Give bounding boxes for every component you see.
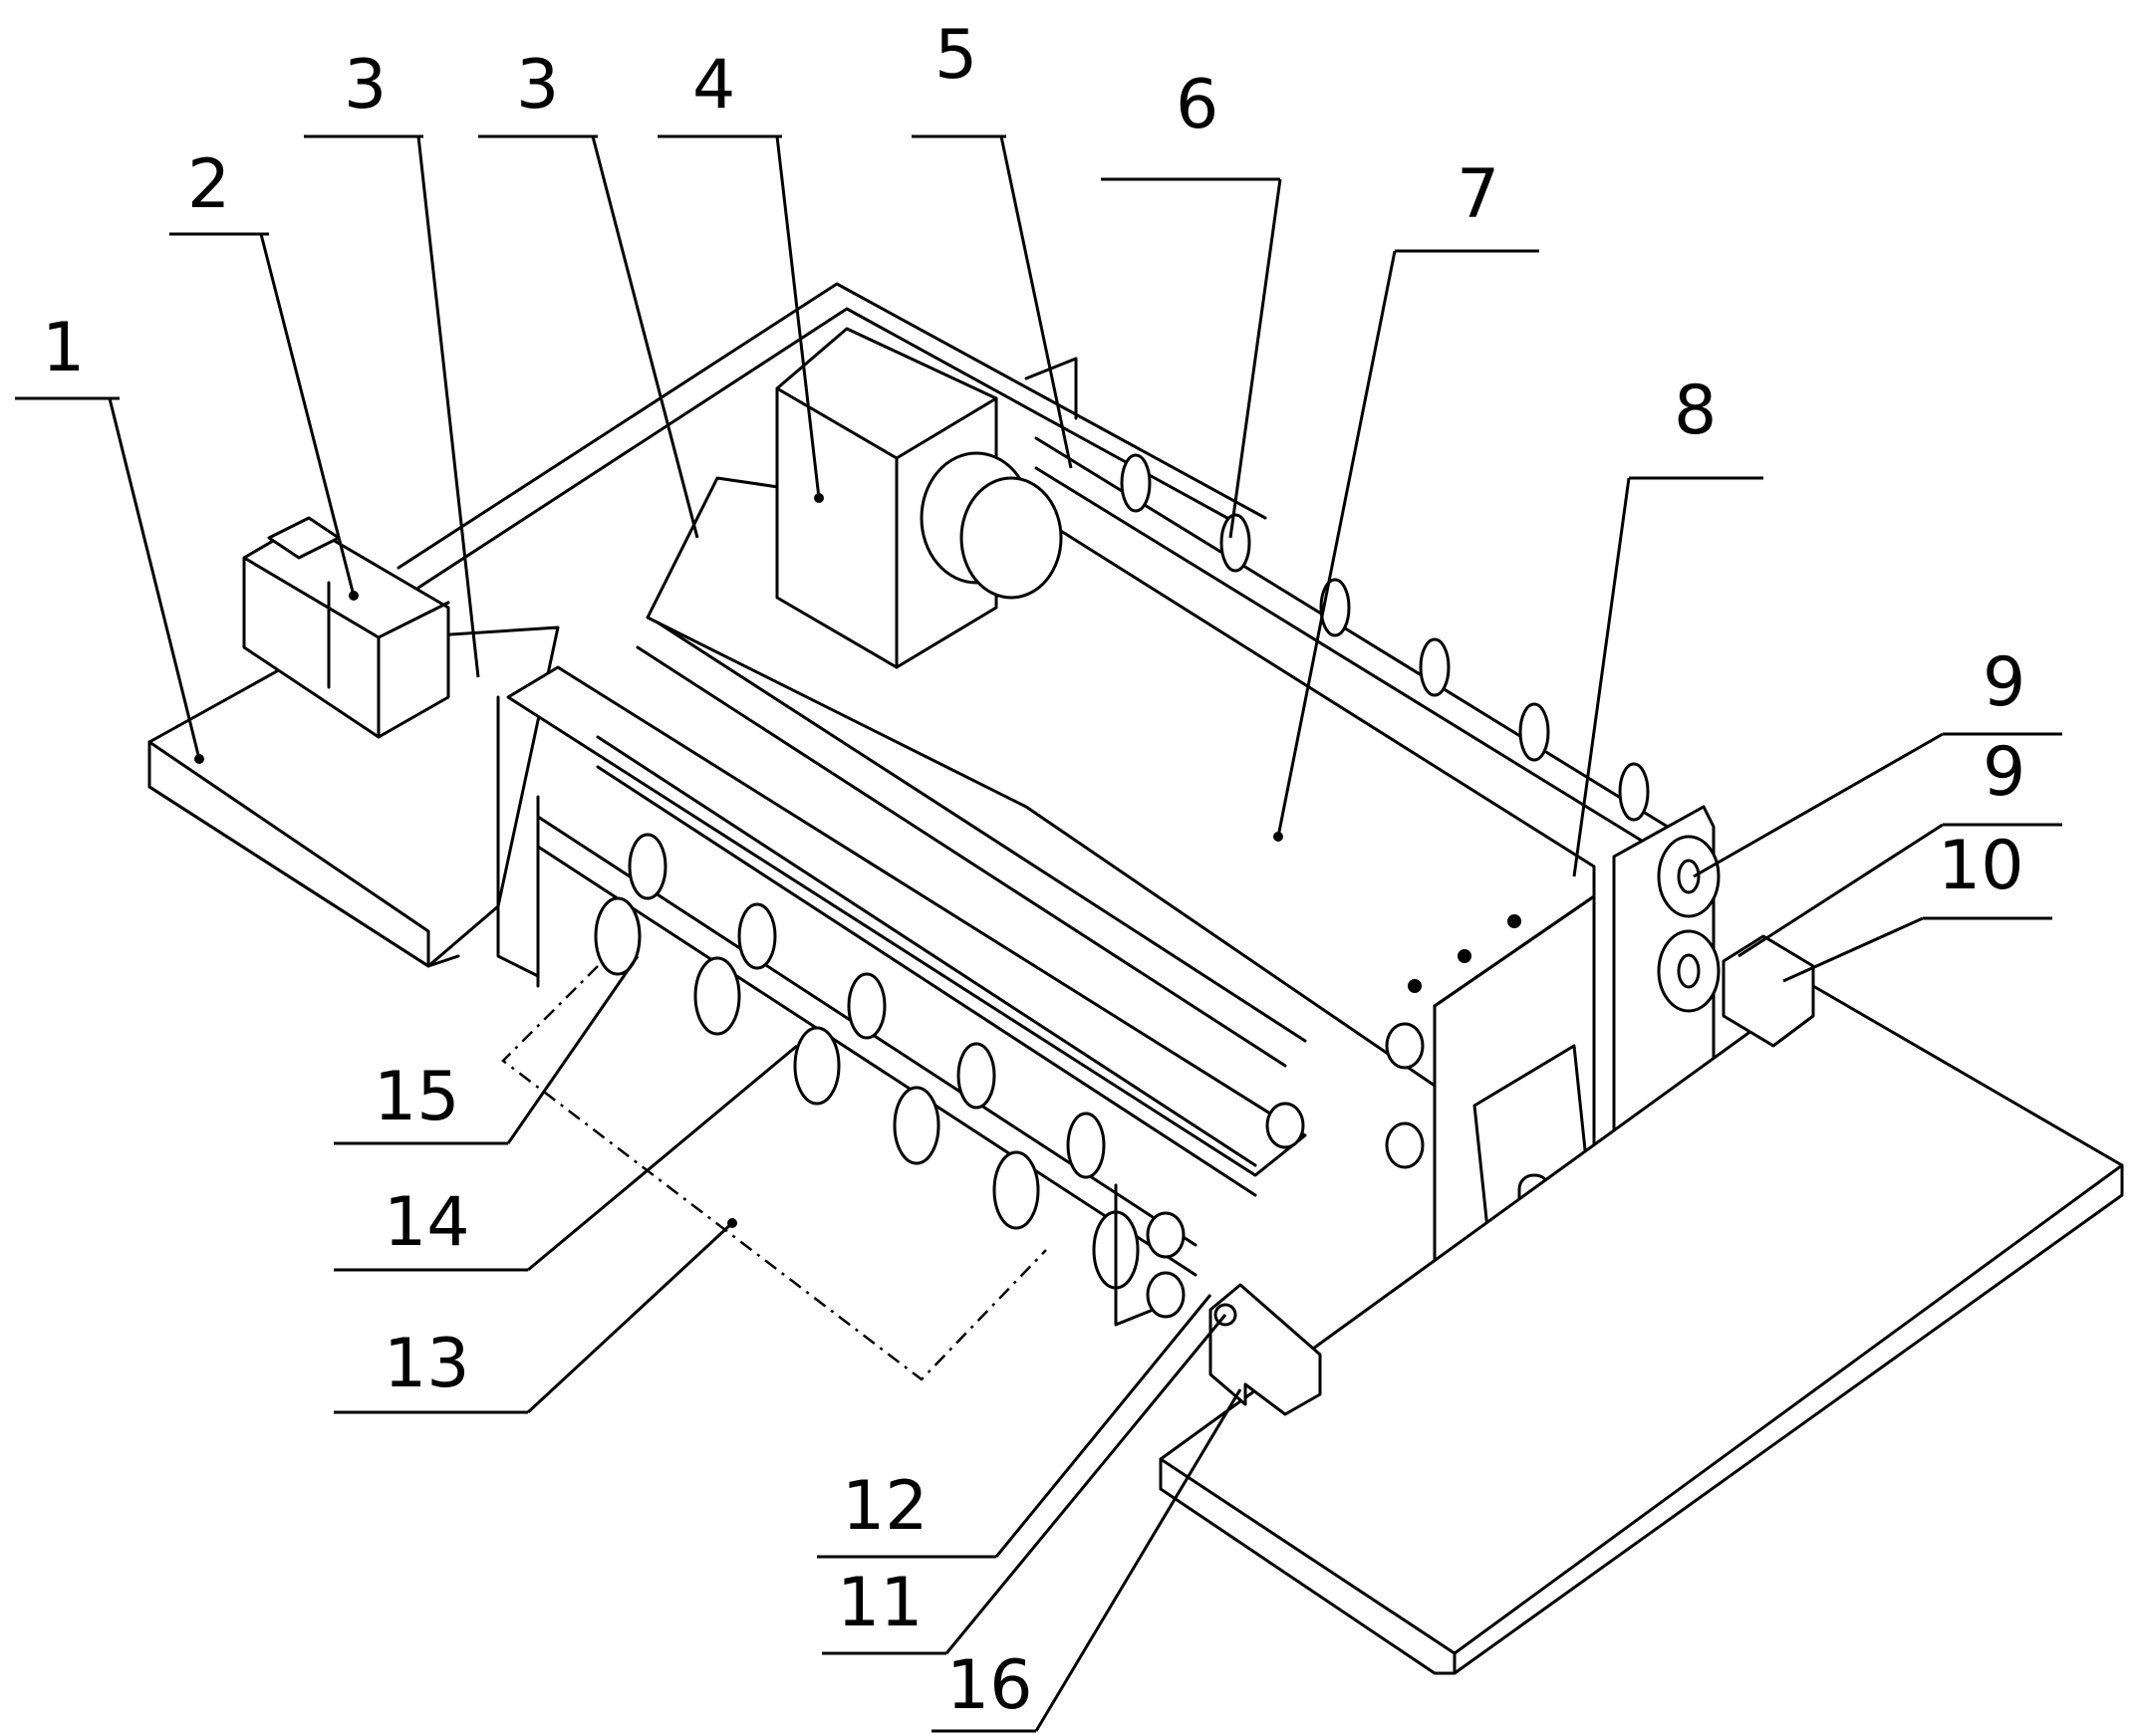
front-fittings [1208, 934, 1815, 1416]
callout-5: 5 [934, 16, 977, 95]
callout-7: 7 [1457, 155, 1499, 234]
callout-16: 16 [946, 1646, 1033, 1725]
callout-leaders [15, 134, 2062, 1733]
callout-3a: 3 [344, 46, 387, 124]
front-roller-bank [496, 620, 1425, 1327]
web-path-dashdot [501, 965, 1047, 1381]
callout-9a: 9 [1983, 643, 2025, 722]
drive-motor [242, 516, 450, 739]
callout-13: 13 [384, 1325, 470, 1403]
callout-2: 2 [187, 145, 230, 224]
callout-1: 1 [42, 309, 85, 387]
callout-labels: 1 2 3 3 4 5 6 7 8 9 9 10 11 12 13 14 15 … [42, 16, 2025, 1725]
upper-roller-shaft [1024, 357, 1686, 868]
callout-8: 8 [1674, 372, 1717, 450]
callout-10: 10 [1938, 827, 2024, 905]
right-base-plate [1159, 984, 2124, 1675]
callout-14: 14 [384, 1183, 470, 1262]
callout-6: 6 [1176, 66, 1218, 144]
callout-9b: 9 [1983, 733, 2025, 812]
left-base-plate [147, 625, 560, 968]
callout-4: 4 [692, 46, 735, 124]
gear-motor [775, 327, 1063, 669]
callout-3b: 3 [516, 46, 559, 124]
callout-15: 15 [374, 1058, 460, 1136]
callout-12: 12 [842, 1467, 929, 1546]
callout-11: 11 [837, 1564, 924, 1642]
rear-tray [397, 282, 1267, 590]
